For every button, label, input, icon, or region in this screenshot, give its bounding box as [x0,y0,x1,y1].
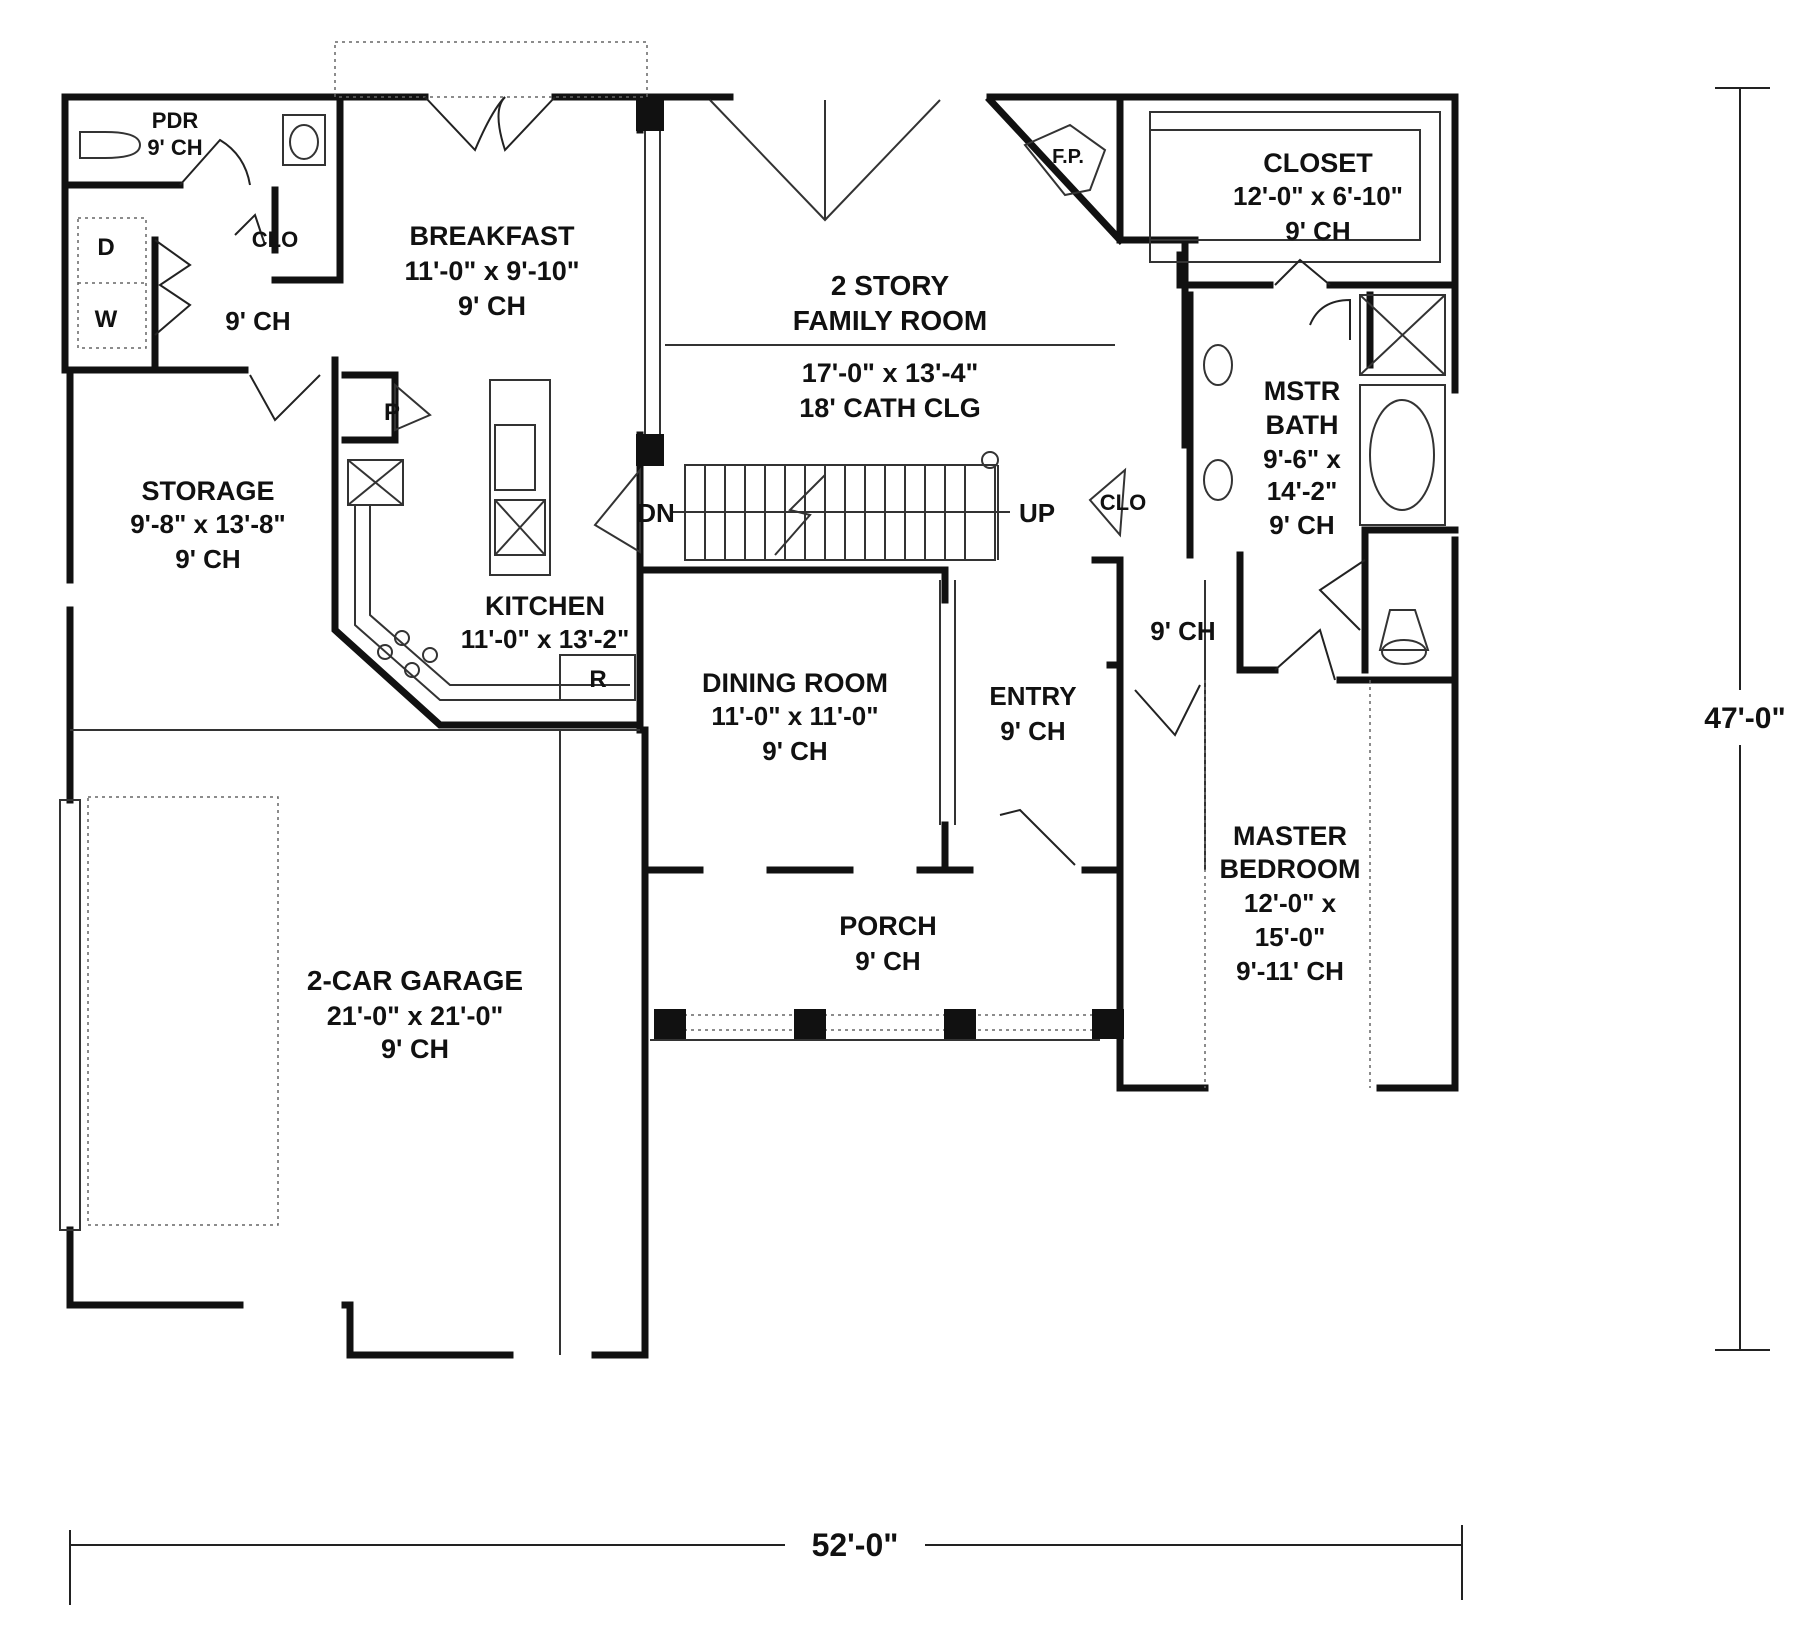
hall-ceiling: 9' CH [1150,616,1215,646]
master-bath-line2: BATH [1266,410,1339,440]
stairs-down-label: DN [637,498,675,528]
master-bedroom-size2: 15'-0" [1255,922,1326,952]
room-labels: 52'-0" 47'-0" PDR 9' CH D W 9' CH CLO BR… [95,108,1786,1563]
porch-posts [636,99,1124,1039]
garage-name: 2-CAR GARAGE [307,965,523,996]
hall-closet-label: CLO [1100,490,1146,515]
garage-ceiling: 9' CH [381,1034,449,1064]
breakfast-ceiling: 9' CH [458,291,526,321]
details [59,41,1446,1355]
doors [154,96,1366,866]
family-room-size: 17'-0" x 13'-4" [802,358,979,388]
dimension-lines [69,87,1770,1605]
master-bath-size1: 9'-6" x [1263,444,1341,474]
storage-size: 9'-8" x 13'-8" [130,509,286,539]
porch-post [794,1009,826,1039]
storage-name: STORAGE [141,476,274,506]
master-bedroom-ceiling: 9'-11' CH [1236,956,1344,986]
family-room-line2: FAMILY ROOM [793,305,987,336]
pantry-label: P [384,399,400,426]
family-room-ceiling: 18' CATH CLG [799,393,980,423]
laundry-ceiling: 9' CH [225,306,290,336]
breakfast-size: 11'-0" x 9'-10" [404,256,579,286]
garage-size: 21'-0" x 21'-0" [327,1001,504,1031]
closet-ceiling: 9' CH [1285,216,1350,246]
fireplace-label: F.P. [1052,146,1084,168]
column [636,434,664,466]
entry-name: ENTRY [989,681,1076,711]
entry-ceiling: 9' CH [1000,716,1065,746]
family-room-line1: 2 STORY [831,270,950,301]
master-bedroom-size1: 12'-0" x [1244,888,1337,918]
porch-post [944,1009,976,1039]
closet-name: CLOSET [1263,148,1373,178]
storage-ceiling: 9' CH [175,544,240,574]
master-bath-ceiling: 9' CH [1269,510,1334,540]
master-bedroom-line1: MASTER [1233,821,1347,851]
porch-post [1092,1009,1124,1039]
stairs-up-label: UP [1019,498,1055,528]
depth-dimension: 47'-0" [1704,702,1785,735]
dining-room-ceiling: 9' CH [762,736,827,766]
column [636,99,664,131]
refrigerator-label: R [589,666,606,693]
dryer-label: D [97,234,114,261]
porch-post [654,1009,686,1039]
porch-ceiling: 9' CH [855,946,920,976]
closet-size: 12'-0" x 6'-10" [1233,181,1403,211]
master-bath-line1: MSTR [1264,376,1341,406]
width-dimension: 52'-0" [812,1527,899,1563]
master-bedroom-line2: BEDROOM [1220,854,1361,884]
pdr-name: PDR [152,108,199,133]
washer-label: W [95,306,118,333]
kitchen-name: KITCHEN [485,591,605,621]
kitchen-size: 11'-0" x 13'-2" [461,624,630,654]
porch-name: PORCH [839,911,937,941]
breakfast-name: BREAKFAST [409,221,575,251]
dining-room-name: DINING ROOM [702,668,888,698]
pdr-ceiling: 9' CH [147,135,202,160]
master-bath-size2: 14'-2" [1267,476,1338,506]
laundry-closet-label: CLO [252,227,298,252]
dining-room-size: 11'-0" x 11'-0" [711,701,878,731]
